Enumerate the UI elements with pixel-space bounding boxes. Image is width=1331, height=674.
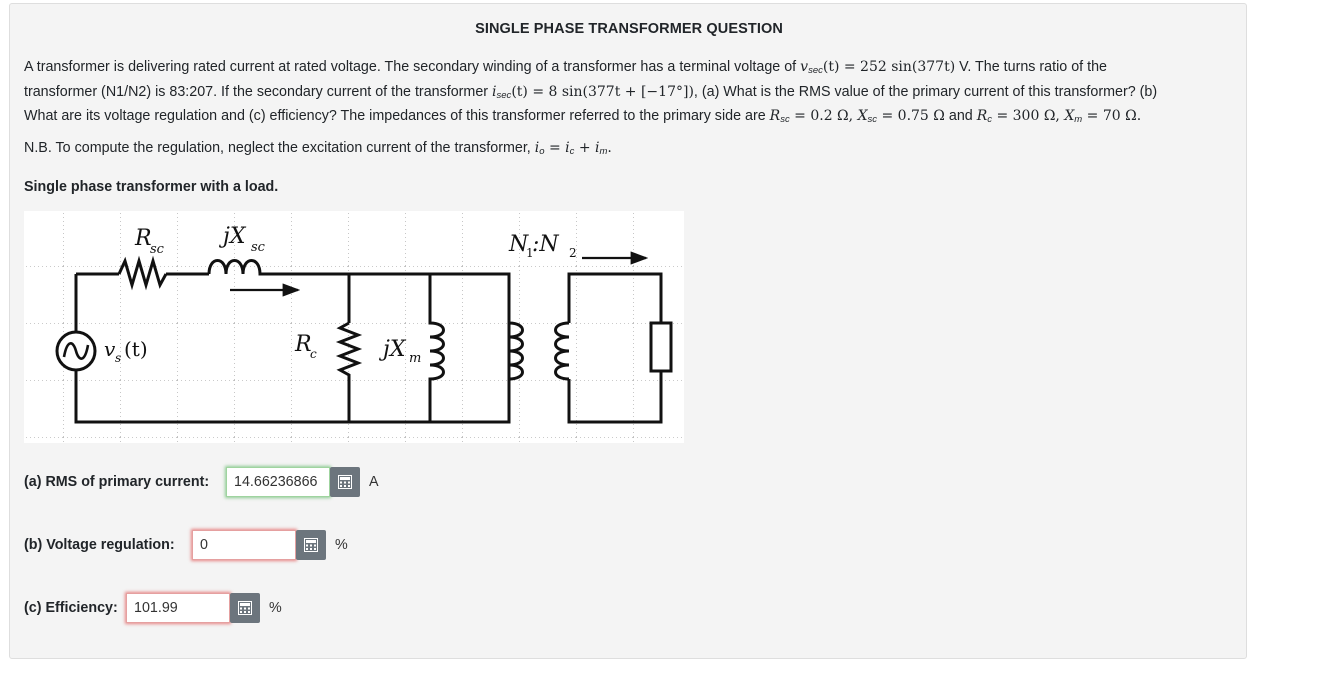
calculator-icon [338,475,352,489]
label-n1-sub: 1 [526,246,534,260]
load-box [649,321,673,373]
math-subscript: m [599,146,608,157]
math-rsc-value: = 0.2 Ω, [789,108,858,124]
math-v-symbol: v [800,59,809,75]
wire-bottom [74,272,511,424]
math-voltage-expression: (t) = 252 sin(377t) [822,59,956,75]
question-text-part: What are its voltage regulation and (c) … [24,108,770,124]
calculator-icon [304,538,318,552]
label-n2: :N [532,232,559,257]
math-subscript: m [1074,114,1083,125]
calculator-button-b[interactable] [296,530,326,560]
answer-b-input[interactable]: 0 [192,530,296,560]
answer-a-label: (a) RMS of primary current: [24,474,210,490]
resistor-rsc [117,255,168,291]
question-title: SINGLE PHASE TRANSFORMER QUESTION [475,21,783,37]
inductor-jxsc [207,259,349,276]
question-text-part: , (a) What is the RMS value of the prima… [693,83,1158,100]
circuit-heading: Single phase transformer with a load. [24,179,279,195]
answer-b-unit: % [335,537,348,553]
math-part: = i [544,140,570,156]
calculator-button-c[interactable] [230,593,260,623]
label-vs-sub: s [115,351,121,365]
math-xsc-symbol: X [857,108,868,124]
math-rc-value: = 300 Ω, [992,108,1065,124]
math-xm-value: = 70 Ω. [1082,108,1142,124]
math-subscript: sc [780,114,790,125]
math-xm-symbol: X [1064,108,1075,124]
math-part: + i [574,140,600,156]
circuit-svg: R sc jX sc v s (t) R c jX m N 1 :N 2 [24,211,684,443]
label-rsc-sub: sc [150,242,165,257]
answer-c-label: (c) Efficiency: [24,600,118,616]
math-xsc-value: = 0.75 Ω [877,108,945,124]
question-text-part: A transformer is delivering rated curren… [24,59,801,75]
answer-a-input[interactable]: 14.66236866 [226,467,330,497]
calculator-button-a[interactable] [330,467,360,497]
nb-note: N.B. To compute the regulation, neglect … [24,137,1234,162]
nb-text: N.B. To compute the regulation, neglect … [24,140,535,156]
ac-source-icon [55,330,97,372]
math-rc-symbol: R [976,108,988,124]
math-subscript: c [569,146,575,157]
inductor-jxm [428,274,445,422]
math-rsc-symbol: R [769,108,781,124]
label-n2-sub: 2 [569,246,577,260]
label-jxm-sub: m [409,351,421,366]
math-subscript: sec [496,89,512,101]
resistor-rc [335,321,363,422]
label-rc-sub: c [310,347,317,361]
math-i-symbol: i [534,140,540,156]
math-subscript: sc [867,114,878,125]
math-subscript: c [987,114,993,125]
answer-b-label: (b) Voltage regulation: [24,537,175,553]
question-text-part: and [944,108,977,124]
math-subscript: o [539,146,545,157]
winding-secondary [554,321,570,381]
question-card: SINGLE PHASE TRANSFORMER QUESTION A tran… [9,3,1247,659]
circuit-diagram: R sc jX sc v s (t) R c jX m N 1 :N 2 [24,211,684,443]
math-part: . [607,140,612,156]
wire-secondary-bottom [567,371,663,424]
label-jxsc: jX [218,224,247,249]
question-text-part: V. The turns ratio of the [955,59,1107,75]
answer-c-unit: % [269,600,282,616]
answer-c-input[interactable]: 101.99 [126,593,230,623]
label-jxm: jX [378,337,407,362]
math-current-expression: (t) = 8 sin(377t + [−17°]) [511,83,694,100]
question-text-part: transformer (N1/N2) is 83:207. If the se… [24,83,493,100]
math-i-symbol: i [492,83,497,100]
answer-a-unit: A [369,474,379,490]
label-vs-arg: (t) [124,337,148,361]
question-text: A transformer is delivering rated curren… [24,56,1234,130]
winding-primary [507,274,524,422]
calculator-icon [238,601,252,615]
label-rsc: R [134,226,152,251]
wire-secondary-top [567,272,663,323]
label-jxsc-sub: sc [251,240,266,255]
grid-background [24,211,684,443]
math-subscript: sec [808,65,823,76]
label-n1: N [508,232,529,257]
label-vs: v [104,337,116,361]
label-rc: R [294,332,312,357]
